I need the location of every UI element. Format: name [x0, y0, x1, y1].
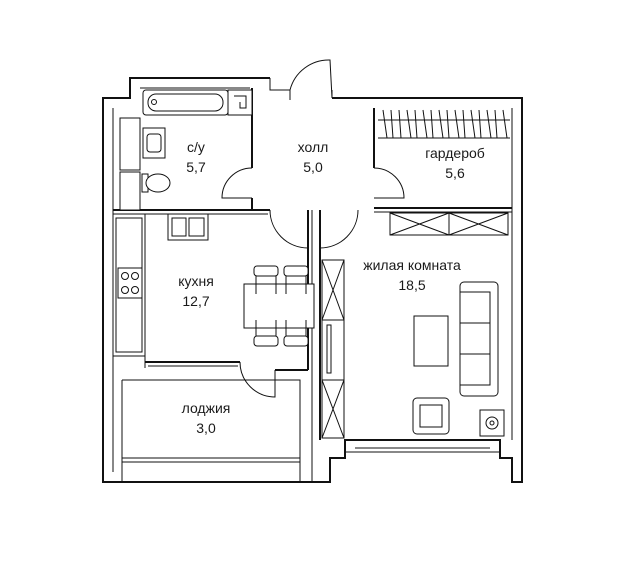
doors — [221, 59, 405, 398]
wardrobe-door — [373, 167, 405, 199]
room-label-hall: холл 5,0 — [298, 139, 329, 175]
stove — [117, 267, 143, 299]
room-label-loggia: лоджия 3,0 — [182, 400, 231, 436]
outer-walls — [102, 77, 523, 483]
kitchen-door — [269, 209, 309, 249]
bathroom-door — [221, 167, 253, 199]
wardrobe-name: гардероб — [425, 145, 485, 161]
hall-name: холл — [298, 139, 329, 155]
hall-area: 5,0 — [303, 159, 323, 175]
room-label-living: жилая комната 18,5 — [363, 257, 461, 293]
bathroom-fixtures — [119, 89, 253, 211]
living-furniture — [321, 212, 509, 439]
wardrobe-area: 5,6 — [445, 165, 465, 181]
washing-machine — [479, 409, 505, 437]
kitchen-fixtures — [112, 213, 315, 357]
room-label-bathroom: с/у 5,7 — [186, 139, 206, 175]
living-door — [319, 209, 359, 249]
loggia-name: лоджия — [182, 400, 231, 416]
dining-table — [243, 283, 315, 329]
loggia-area: 3,0 — [196, 420, 216, 436]
wardrobe-rail — [378, 109, 510, 139]
entrance-door — [289, 59, 333, 100]
living-name: жилая комната — [363, 257, 461, 273]
toilet — [145, 173, 171, 193]
bathroom-area: 5,7 — [186, 159, 206, 175]
kitchen-name: кухня — [178, 273, 214, 289]
loggia-door — [239, 361, 276, 398]
room-label-kitchen: кухня 12,7 — [178, 273, 214, 309]
kitchen-area: 12,7 — [182, 293, 209, 309]
bathroom-name: с/у — [187, 139, 205, 155]
chairs — [253, 265, 309, 347]
room-label-wardrobe: гардероб 5,6 — [425, 145, 485, 181]
coffee-table — [413, 315, 449, 367]
living-area: 18,5 — [398, 277, 425, 293]
